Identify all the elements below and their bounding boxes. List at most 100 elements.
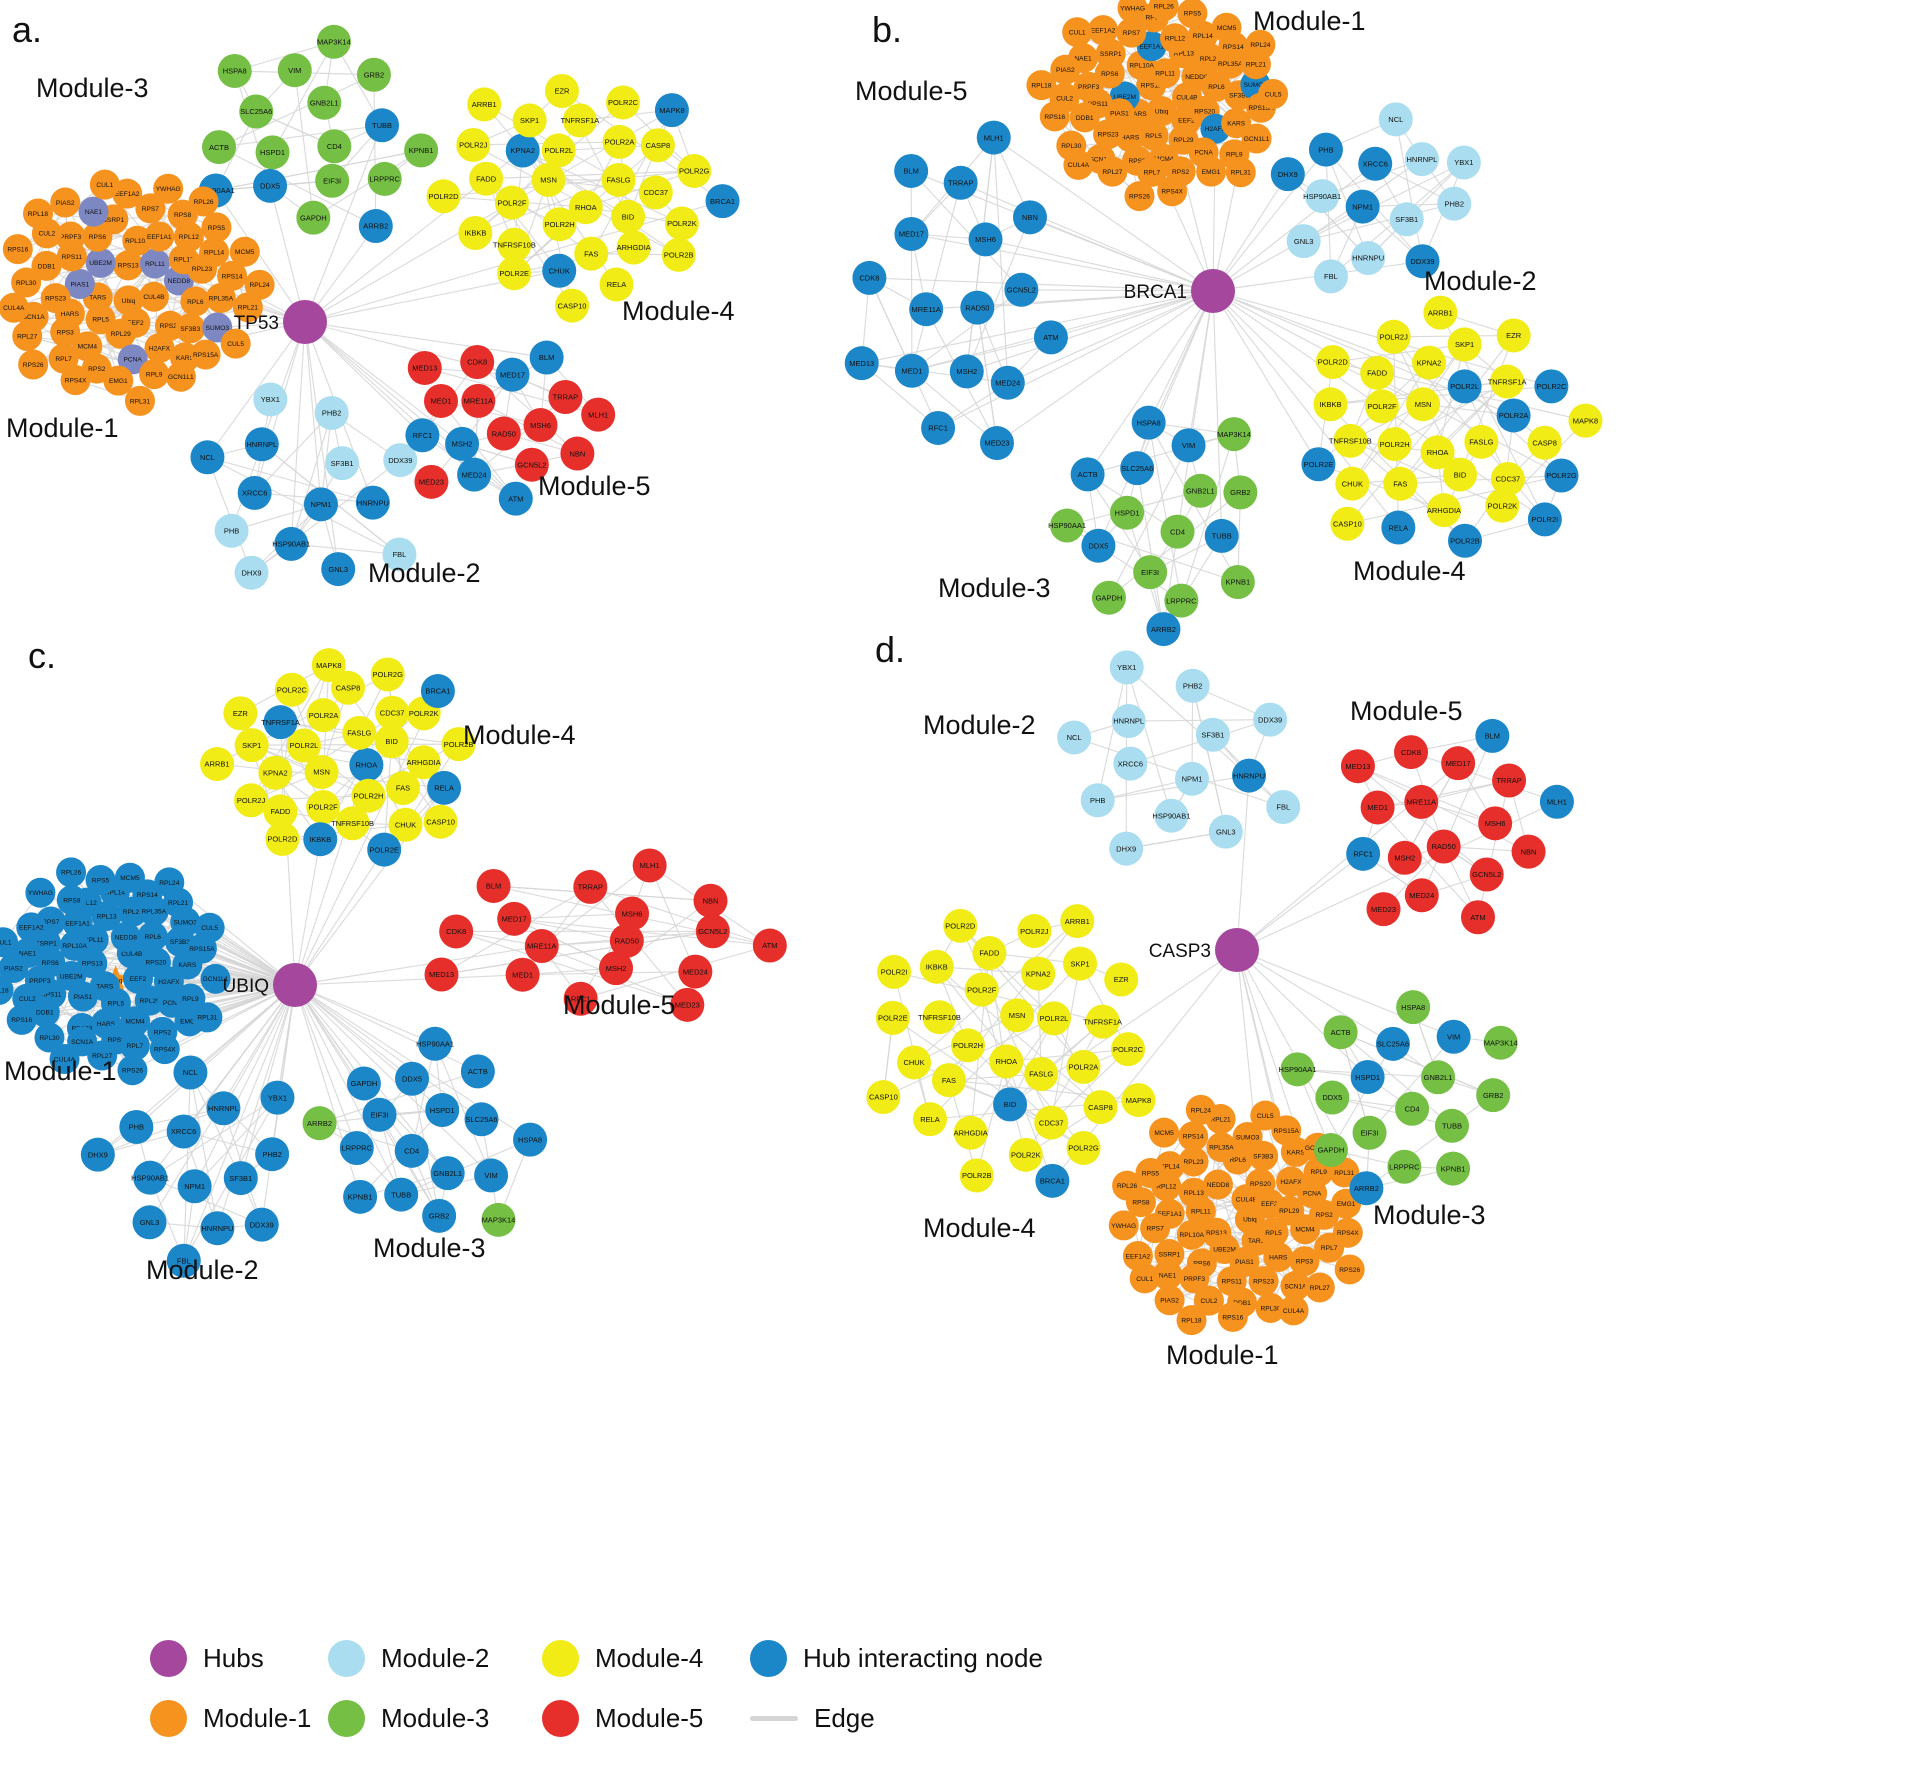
gene-label: RPL30 bbox=[39, 1035, 59, 1042]
module-label: Module-5 bbox=[1350, 696, 1463, 726]
gene-label: MCM4 bbox=[125, 1019, 145, 1026]
module-label: Module-3 bbox=[1373, 1200, 1486, 1230]
gene-node bbox=[234, 555, 269, 590]
gene-label: RAD50 bbox=[492, 429, 516, 438]
hub-edge bbox=[1236, 949, 1369, 1078]
gene-node bbox=[460, 344, 495, 379]
gene-label: MSH6 bbox=[622, 909, 643, 918]
gene-node bbox=[1255, 1292, 1286, 1323]
gene-label: GRB2 bbox=[364, 70, 384, 79]
gene-node bbox=[1121, 1083, 1156, 1118]
module-2-swatch bbox=[328, 1639, 365, 1677]
gene-node bbox=[132, 1205, 167, 1240]
gene-node bbox=[260, 1080, 295, 1115]
gene-node bbox=[1017, 914, 1052, 949]
gene-label: RPL29 bbox=[140, 998, 160, 1005]
gene-label: RPS8 bbox=[1145, 15, 1163, 22]
hub-edge bbox=[1148, 290, 1214, 423]
gene-node bbox=[1340, 749, 1375, 784]
gene-node bbox=[1060, 904, 1095, 939]
gene-node bbox=[113, 250, 144, 281]
module-label: Module-2 bbox=[368, 558, 481, 588]
gene-node bbox=[1026, 70, 1057, 101]
gene-label: IKBKB bbox=[309, 835, 331, 844]
gene-node bbox=[1193, 1285, 1224, 1316]
edge bbox=[1126, 667, 1172, 816]
gene-label: ATM bbox=[508, 494, 523, 503]
gene-node bbox=[232, 292, 263, 323]
gene-label: MED13 bbox=[412, 364, 437, 373]
hub-edge bbox=[985, 238, 1214, 292]
gene-node bbox=[1421, 1060, 1456, 1095]
edge bbox=[1325, 149, 1332, 277]
module-4-swatch bbox=[542, 1639, 579, 1677]
gene-label: FBL bbox=[1276, 803, 1290, 812]
gene-node bbox=[513, 1122, 548, 1157]
gene-node bbox=[223, 696, 258, 731]
gene-node bbox=[367, 161, 402, 196]
gene-node bbox=[119, 1109, 154, 1144]
gene-node bbox=[1464, 424, 1499, 459]
gene-node bbox=[1088, 15, 1119, 46]
legend-label: Module-2 bbox=[381, 1642, 490, 1673]
gene-label: SUMO3 bbox=[173, 919, 197, 926]
gene-label: RPS14 bbox=[137, 892, 158, 899]
gene-label: XRCC6 bbox=[171, 1127, 196, 1136]
gene-node bbox=[1164, 583, 1199, 618]
gene-label: MAP3K14 bbox=[482, 1216, 516, 1225]
edge bbox=[250, 714, 324, 801]
gene-node bbox=[1108, 1210, 1139, 1241]
gene-label: SF3B1 bbox=[331, 459, 354, 468]
gene-node bbox=[370, 657, 405, 692]
gene-node bbox=[314, 395, 349, 430]
hub-edge bbox=[294, 984, 436, 1045]
gene-node bbox=[1289, 1246, 1320, 1277]
gene-node bbox=[317, 129, 352, 164]
edge bbox=[1332, 343, 1465, 363]
gene-label: BRCA1 bbox=[1040, 1177, 1065, 1186]
gene-label: POLR2A bbox=[1499, 411, 1529, 420]
gene-node bbox=[1146, 96, 1177, 127]
gene-label: POLR2J bbox=[1020, 927, 1049, 936]
gene-label: CASP10 bbox=[426, 817, 455, 826]
gene-label: MAPK8 bbox=[316, 661, 341, 670]
gene-node bbox=[1138, 120, 1169, 151]
gene-label: SF3B3 bbox=[1253, 1153, 1273, 1160]
gene-label: RELA bbox=[607, 280, 627, 289]
gene-node bbox=[953, 1115, 988, 1150]
gene-label: MED1 bbox=[431, 397, 452, 406]
gene-label: PHB bbox=[1090, 796, 1105, 805]
edge bbox=[272, 41, 335, 153]
gene-label: MSH6 bbox=[1485, 819, 1506, 828]
gene-label: RPL23 bbox=[1200, 56, 1220, 63]
gene-node bbox=[1387, 1149, 1422, 1184]
gene-label: PIAS2 bbox=[1160, 1298, 1179, 1305]
gene-node bbox=[1266, 790, 1301, 825]
gene-node bbox=[201, 212, 232, 243]
gene-label: RPL26 bbox=[193, 199, 213, 206]
gene-label: SF3B1 bbox=[229, 1174, 252, 1183]
hub-edge bbox=[1212, 149, 1327, 292]
hub-edge bbox=[304, 321, 339, 570]
gene-node bbox=[144, 221, 175, 252]
gene-node bbox=[1109, 831, 1144, 866]
gene-label: GNL3 bbox=[140, 1218, 160, 1227]
gene-label: HSP90AA1 bbox=[416, 1039, 454, 1048]
gene-node bbox=[581, 397, 616, 432]
hub-edge bbox=[215, 190, 306, 323]
gene-label: GCN5L2 bbox=[698, 927, 727, 936]
gene-label: PRPF3 bbox=[1184, 1276, 1206, 1283]
gene-label: RPL27 bbox=[1310, 1285, 1330, 1292]
gene-node bbox=[640, 128, 675, 163]
gene-node bbox=[1111, 1032, 1146, 1067]
gene-node bbox=[606, 85, 641, 120]
gene-label: PHB bbox=[129, 1123, 144, 1132]
nodes-layer: NPM1XRCC6SF3B1HSP90AB1HNRNPLHNRNPUPHBPHB… bbox=[866, 650, 1574, 1336]
gene-node bbox=[931, 1063, 966, 1098]
edge bbox=[1366, 1094, 1494, 1189]
module-label: Module-5 bbox=[538, 471, 651, 501]
gene-node bbox=[486, 416, 521, 451]
gene-label: HSP90AA1 bbox=[1279, 1065, 1317, 1074]
gene-node bbox=[217, 260, 248, 291]
panel-BRCA1: RAD50MRE11AMSH6MSH2MED17GCN5L2MED1TRRAPM… bbox=[844, 0, 1603, 647]
